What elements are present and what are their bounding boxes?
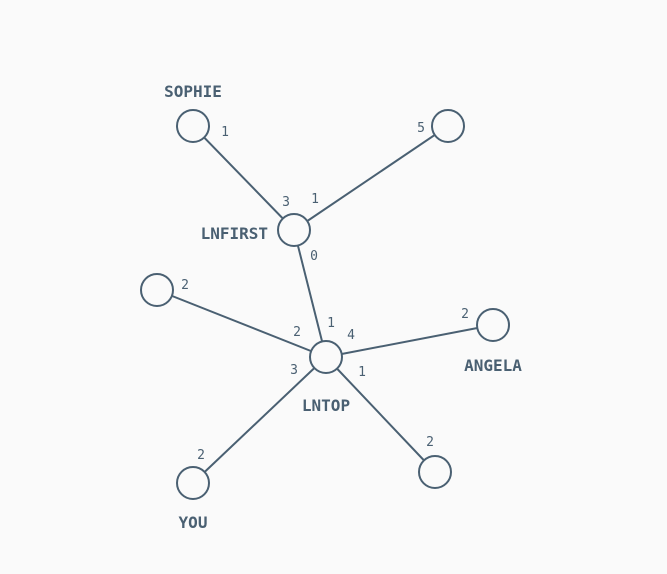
- node-label-angela: ANGELA: [464, 356, 522, 375]
- edge-angela-lntop: [325, 324, 494, 358]
- port-label-lnfirst-lntop-from: 0: [310, 249, 318, 264]
- node-label-lnfirst: LNFIRST: [201, 224, 268, 243]
- port-label-angela-lntop-from: 2: [461, 307, 469, 322]
- node-label-sophie: SOPHIE: [164, 82, 222, 101]
- port-label-bottom-right-lntop-from: 2: [426, 435, 434, 450]
- port-label-sophie-lnfirst-to: 3: [282, 195, 290, 210]
- node-sophie[interactable]: [176, 109, 210, 143]
- port-label-left-lntop-to: 2: [293, 325, 301, 340]
- node-angela[interactable]: [476, 308, 510, 342]
- node-left[interactable]: [140, 273, 174, 307]
- port-label-left-lntop-from: 2: [181, 278, 189, 293]
- edge-left-lntop: [156, 289, 327, 358]
- port-label-top-right-lnfirst-to: 1: [311, 192, 319, 207]
- edges-layer: [156, 125, 494, 484]
- port-label-top-right-lnfirst-from: 5: [417, 121, 425, 136]
- node-lntop[interactable]: [309, 340, 343, 374]
- edge-top-right-lnfirst: [293, 125, 449, 231]
- edge-you-lntop: [192, 356, 327, 484]
- port-label-you-lntop-to: 3: [290, 363, 298, 378]
- port-label-bottom-right-lntop-to: 1: [358, 365, 366, 380]
- node-top-right[interactable]: [431, 109, 465, 143]
- port-label-lnfirst-lntop-to: 1: [327, 316, 335, 331]
- node-label-you: YOU: [179, 513, 208, 532]
- node-label-lntop: LNTOP: [302, 396, 350, 415]
- node-lnfirst[interactable]: [277, 213, 311, 247]
- node-you[interactable]: [176, 466, 210, 500]
- labels-layer: 1 3 5 1 0 1 2 2 2 4 2 3 2 1 SOPHIE LNFIRST LNTOP ANGELA YO…: [164, 82, 522, 532]
- port-label-you-lntop-from: 2: [197, 448, 205, 463]
- node-bottom-right[interactable]: [418, 455, 452, 489]
- edge-lnfirst-lntop: [293, 229, 327, 358]
- edge-bottom-right-lntop: [325, 356, 436, 473]
- nodes-layer: [140, 109, 510, 500]
- port-label-sophie-lnfirst-from: 1: [221, 125, 229, 140]
- edge-sophie-lnfirst: [192, 125, 295, 231]
- port-label-angela-lntop-to: 4: [347, 328, 355, 343]
